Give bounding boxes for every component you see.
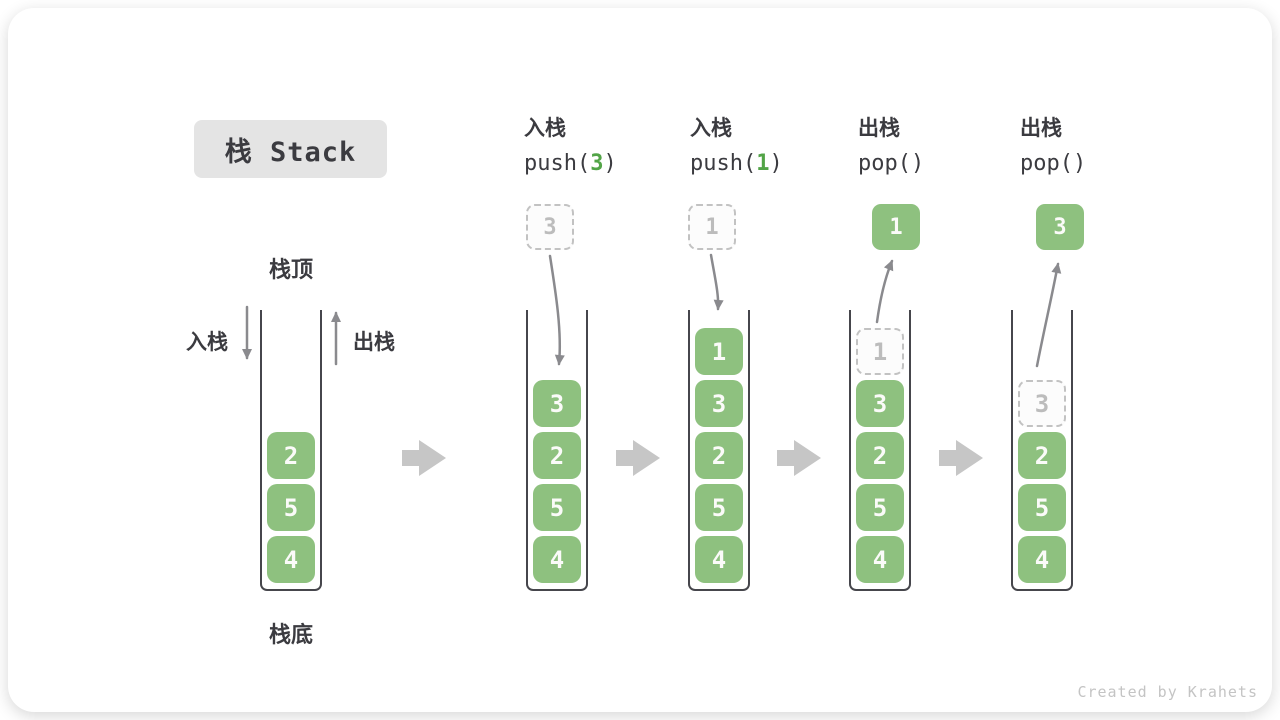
code-pre: pop( [858,151,911,176]
stack-cell: 5 [856,484,904,531]
stack-top-label: 栈顶 [268,257,313,282]
stack-cell-ghost: 1 [856,328,904,375]
stack-cell: 3 [856,380,904,427]
stack-cell: 2 [533,432,581,479]
stack-container-initial: 2 5 4 [260,310,322,591]
stack-bottom-label: 栈底 [268,622,313,647]
pop-direction-label: 出栈 [353,331,395,354]
incoming-cell-ghost: 1 [688,204,736,250]
stack-cell: 5 [695,484,743,531]
code-pre: push( [524,151,591,176]
insert-arrow-icon [709,253,724,311]
stack-cell-ghost: 3 [1018,380,1066,427]
stack-container-after-push-3: 3 2 5 4 [526,310,588,591]
stack-cell: 2 [856,432,904,479]
code-pre: pop( [1020,151,1073,176]
diagram-card: 栈 Stack 入栈 push(3) 入栈 push(1) 出栈 pop() 出… [8,8,1272,712]
next-step-arrow-icon [402,440,446,476]
code-post: ) [769,151,783,176]
stack-cell: 4 [856,536,904,583]
stack-container-after-push-1: 1 3 2 5 4 [688,310,750,591]
operation-code: push(1) [690,150,783,178]
stack-cell: 3 [533,380,581,427]
next-step-arrow-icon [777,440,821,476]
operation-code: push(3) [524,150,617,178]
stack-container-after-pop-3: 3 2 5 4 [1011,310,1073,591]
code-arg: 3 [590,151,604,176]
stack-container-after-pop-1: 1 3 2 5 4 [849,310,911,591]
stack-cell: 2 [1018,432,1066,479]
stack-cell: 1 [695,328,743,375]
operation-name: 出栈 [1020,117,1062,140]
code-post: ) [603,151,617,176]
stack-cell: 4 [533,536,581,583]
stack-cell: 4 [1018,536,1066,583]
operation-label-push-3: 入栈 push(3) [524,115,617,178]
arrows-layer [242,253,1062,476]
operation-label-pop-2: 出栈 pop() [1020,115,1086,178]
incoming-cell-ghost: 3 [526,204,574,250]
stack-cell: 2 [267,432,315,479]
operation-label-pop-1: 出栈 pop() [858,115,924,178]
popped-cell: 1 [872,204,920,250]
code-arg: 1 [756,151,770,176]
stack-cell: 5 [267,484,315,531]
push-direction-label: 入栈 [186,331,228,354]
stack-cell: 5 [1018,484,1066,531]
operation-name: 入栈 [524,117,566,140]
operation-label-push-1: 入栈 push(1) [690,115,783,178]
stack-cell: 2 [695,432,743,479]
stack-cell: 4 [267,536,315,583]
stack-cell: 4 [695,536,743,583]
operation-name: 入栈 [690,117,732,140]
operation-code: pop() [858,150,924,178]
code-pre: push( [690,151,757,176]
operation-code: pop() [1020,150,1086,178]
title-badge: 栈 Stack [194,120,387,178]
popped-cell: 3 [1036,204,1084,250]
next-step-arrow-icon [616,440,660,476]
operation-name: 出栈 [858,117,900,140]
stack-cell: 5 [533,484,581,531]
watermark: Created by Krahets [1077,683,1258,701]
next-step-arrow-icon [939,440,983,476]
code-post: ) [910,151,925,176]
code-post: ) [1072,151,1087,176]
stack-cell: 3 [695,380,743,427]
